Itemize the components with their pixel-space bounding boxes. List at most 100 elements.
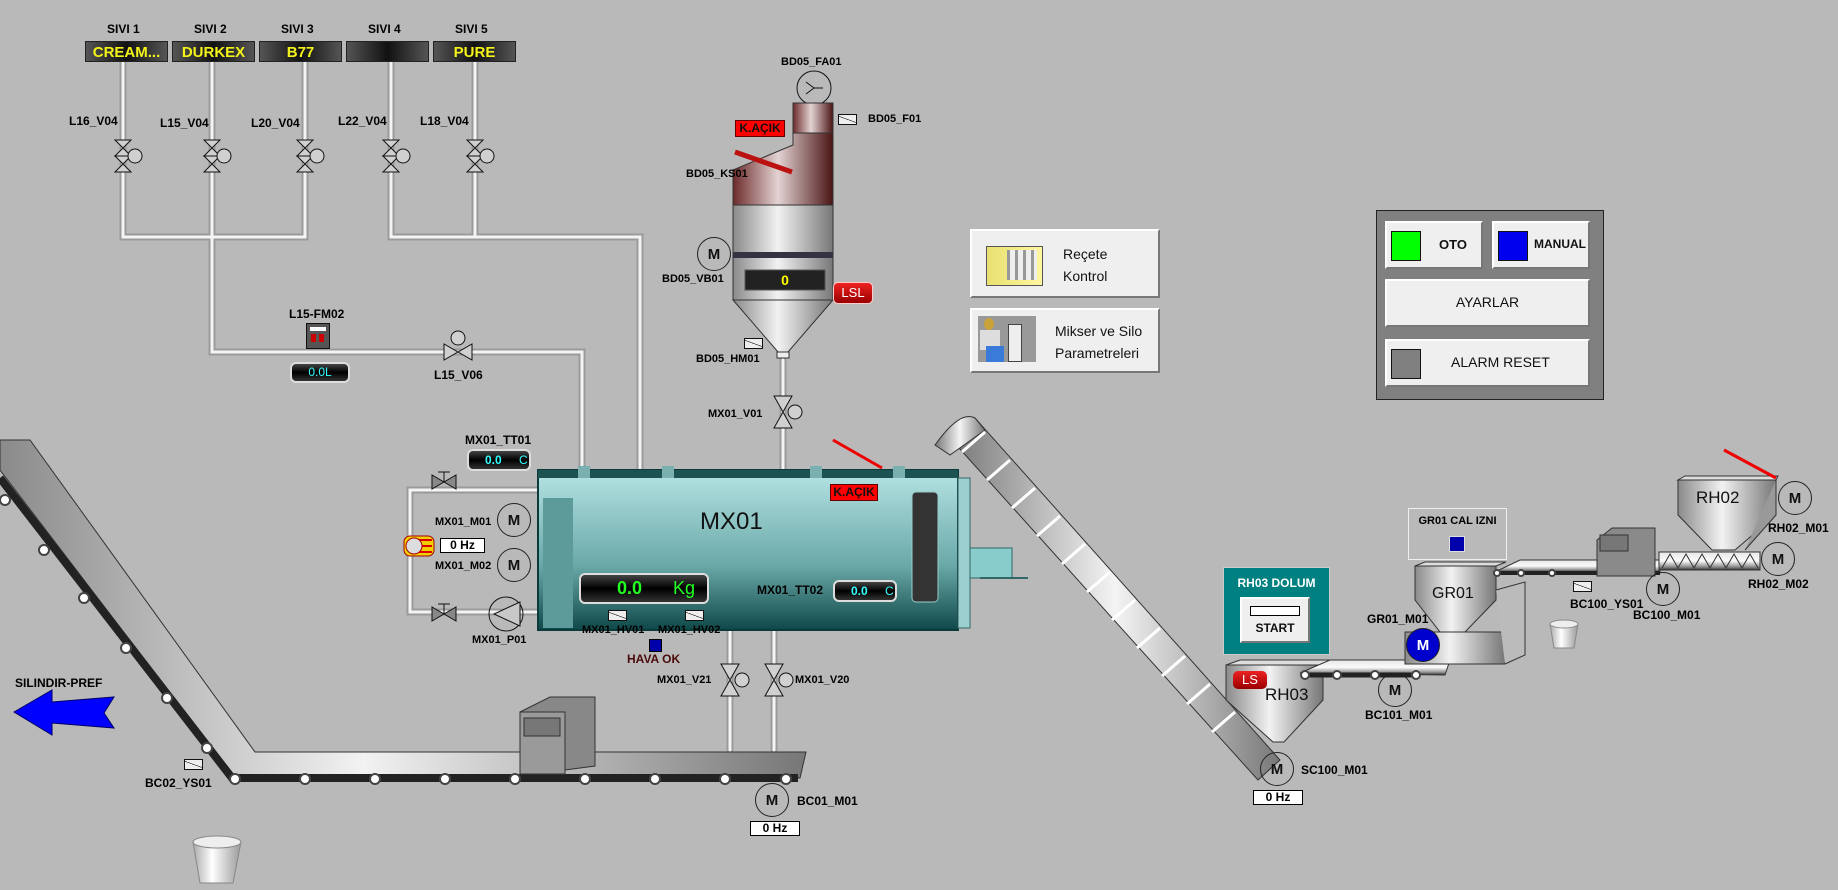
hv02-label: MX01_HV02 — [658, 624, 721, 636]
valve-label[interactable]: L18_V04 — [420, 114, 469, 128]
manual-indicator — [1498, 231, 1528, 261]
valve-label[interactable]: L20_V04 — [251, 116, 300, 130]
screw-frequency: 0 Hz — [1253, 790, 1303, 805]
hv01-label: MX01_HV01 — [582, 624, 645, 636]
screw-motor-label: SC100_M01 — [1301, 763, 1368, 777]
alarm-reset-button[interactable]: ALARM RESET — [1385, 339, 1590, 387]
gr01-permit-box: GR01 CAL IZNI — [1408, 508, 1507, 560]
valve-label[interactable]: MX01_V21 — [657, 674, 712, 686]
valve-label[interactable]: L15_V04 — [160, 116, 209, 130]
valve-label[interactable]: L22_V04 — [338, 114, 387, 128]
motor-label: MX01_M01 — [435, 516, 492, 528]
screw-motor[interactable]: M — [1260, 752, 1294, 786]
liquid-tank-1[interactable]: CREAM... — [85, 41, 168, 62]
bc01-motor[interactable]: M — [755, 783, 789, 817]
tt02-value: 0.0 — [851, 584, 868, 598]
vibrator-motor[interactable]: M — [697, 237, 731, 271]
tank-header: SIVI 3 — [281, 22, 314, 36]
flowmeter-icon[interactable] — [306, 323, 330, 349]
mixer-silo-parameters-button[interactable]: Mikser ve Silo Parametreleri — [970, 308, 1160, 373]
auto-label: OTO — [1439, 237, 1467, 252]
rh03-level-switch: LS — [1233, 671, 1267, 689]
bc100-motor-label: BC100_M01 — [1633, 608, 1701, 622]
settings-button[interactable]: AYARLAR — [1385, 279, 1590, 327]
params-label-line2: Parametreleri — [1055, 345, 1140, 361]
liquid-tank-4[interactable] — [346, 41, 429, 62]
arrow-left-icon — [13, 689, 115, 736]
gr01-permit-indicator — [1449, 536, 1465, 552]
rh02-motor-1[interactable]: M — [1778, 481, 1812, 515]
auto-mode-button[interactable]: OTO — [1385, 221, 1483, 269]
bc100-sensor-label: BC100_YS01 — [1570, 597, 1644, 611]
start-label: START — [1255, 621, 1295, 635]
bc101-motor[interactable]: M — [1378, 673, 1412, 707]
tt02-display: 0.0 C — [833, 580, 897, 602]
tank-header: SIVI 1 — [107, 22, 140, 36]
start-indicator — [1250, 606, 1300, 616]
rh02-motor-2[interactable]: M — [1761, 542, 1795, 576]
fan-label[interactable]: BD05_FA01 — [781, 56, 842, 68]
rh03-start-button[interactable]: START — [1240, 597, 1310, 643]
mixer-weight-display: 0.0 Kg — [579, 573, 709, 604]
technician-icon — [978, 316, 1036, 362]
liquid-tank-5[interactable]: PURE — [433, 41, 516, 62]
gr01-permit-label: GR01 CAL IZNI — [1418, 515, 1497, 527]
hm-label: BD05_HM01 — [696, 353, 760, 365]
screw-conveyor-sc100 — [934, 416, 1281, 781]
bc01-motor-label: BC01_M01 — [797, 794, 858, 808]
bc02-sensor-label: BC02_YS01 — [145, 776, 212, 790]
tt01-display: 0.0 C — [467, 449, 531, 471]
valve-label[interactable]: L16_V04 — [69, 114, 118, 128]
auto-indicator — [1391, 231, 1421, 261]
flowmeter-label: L15-FM02 — [289, 307, 345, 321]
tank-header: SIVI 4 — [368, 22, 401, 36]
cover-switch-label: BD05_KS01 — [686, 168, 748, 180]
plc-icon — [986, 246, 1043, 286]
tt01-value: 0.0 — [485, 453, 502, 467]
flow-sensor-label: BD05_F01 — [868, 113, 922, 125]
alarm-reset-label: ALARM RESET — [1451, 354, 1550, 370]
destination-label[interactable]: SILINDIR-PREF — [15, 676, 103, 690]
alarm-indicator — [1391, 349, 1421, 379]
bc02-sensor-icon — [184, 759, 203, 770]
bc101-motor-label: BC101_M01 — [1365, 708, 1433, 722]
valve-label[interactable]: MX01_V20 — [795, 674, 850, 686]
air-status-label: HAVA OK — [627, 652, 681, 666]
bc100-sensor-icon — [1573, 581, 1592, 592]
mixer-mx01-body — [537, 438, 1028, 631]
silo-level-display: 0 — [781, 272, 789, 288]
tt01-unit: C — [519, 453, 528, 467]
vibrator-label: BD05_VB01 — [662, 273, 724, 285]
heater-frequency: 0 Hz — [440, 538, 485, 553]
valve-label[interactable]: L15_V06 — [434, 368, 483, 382]
liquid-tank-3[interactable]: B77 — [259, 41, 342, 62]
waste-bin-icon — [1549, 619, 1579, 649]
bc100-motor[interactable]: M — [1646, 572, 1680, 606]
hopper-rh02 — [1658, 448, 1779, 571]
hm-sensor-icon — [744, 338, 763, 349]
valve-label[interactable]: MX01_V01 — [708, 408, 763, 420]
gr01-motor-label: GR01_M01 — [1367, 612, 1429, 626]
liquid-tank-2[interactable]: DURKEX — [172, 41, 255, 62]
tt02-label: MX01_TT02 — [757, 583, 824, 597]
mixer-motor-2[interactable]: M — [497, 548, 531, 582]
mixer-motor-1[interactable]: M — [497, 503, 531, 537]
tank-header: SIVI 5 — [455, 22, 488, 36]
recipe-control-button[interactable]: Reçete Kontrol — [970, 229, 1160, 298]
hv02-sensor-icon — [685, 610, 704, 621]
manual-label: MANUAL — [1534, 237, 1586, 251]
gr01-motor[interactable]: M — [1406, 628, 1440, 662]
air-status-indicator — [649, 639, 662, 652]
manual-mode-button[interactable]: MANUAL — [1492, 221, 1590, 269]
rh03-fill-title: RH03 DOLUM — [1237, 576, 1316, 590]
conveyor-bc02 — [0, 439, 807, 785]
liquid-pipes — [119, 58, 787, 754]
recipe-label-line1: Reçete — [1063, 246, 1108, 262]
waste-bin-icon — [192, 835, 242, 884]
pump-icon — [488, 596, 524, 632]
weight-value: 0.0 — [617, 578, 643, 598]
mixer-cover-status: K.AÇIK — [830, 484, 878, 501]
silo-cover-status: K.AÇIK — [735, 120, 785, 137]
rh02-motor-2-label: RH02_M02 — [1748, 577, 1809, 591]
